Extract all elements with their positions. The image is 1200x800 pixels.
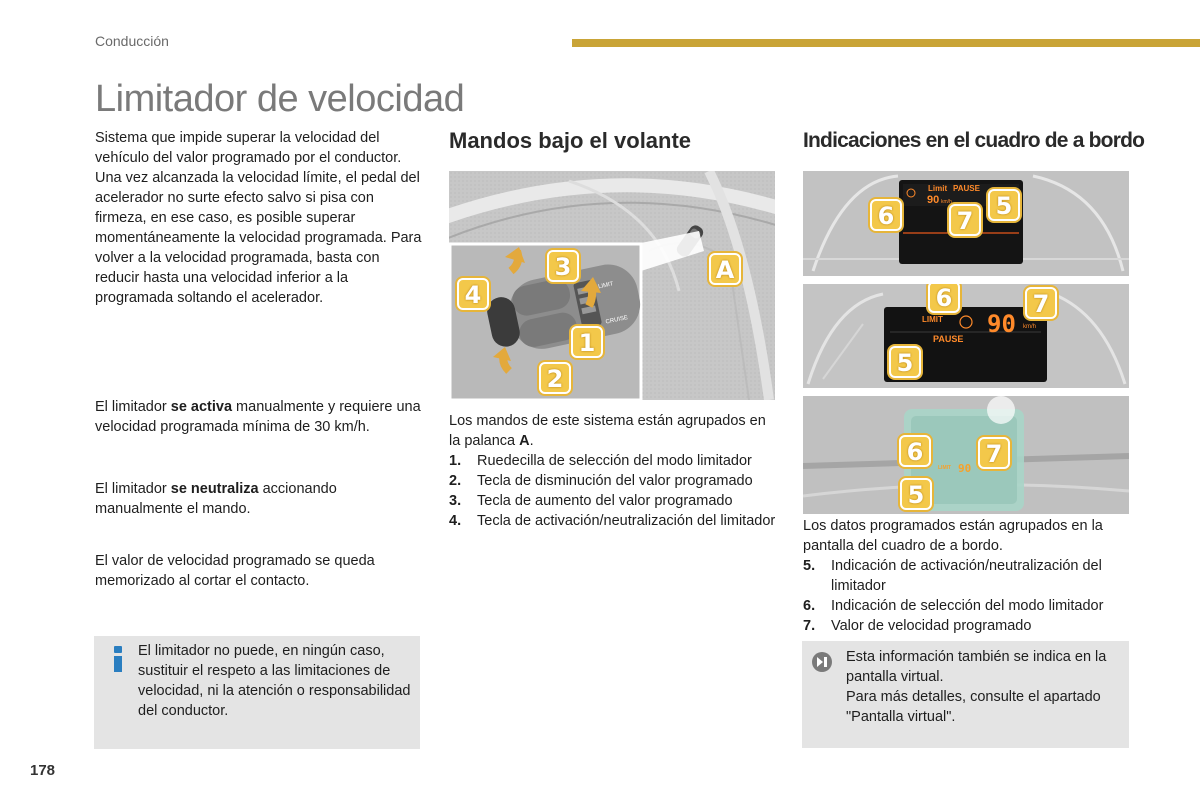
list-item-num: 5. xyxy=(803,558,816,574)
list-item: 3. Tecla de aumento del valor programado xyxy=(449,491,779,511)
badge-6: 6 xyxy=(899,435,931,467)
list-item: 4. Tecla de activación/neutralización del… xyxy=(449,511,779,531)
list-item-text: Tecla de activación/neutralización del l… xyxy=(477,513,776,529)
badge-1: 1 xyxy=(571,326,603,358)
display2-pause: PAUSE xyxy=(933,334,963,344)
display3-limit: LIMIT xyxy=(938,465,951,471)
badge-6: 6 xyxy=(870,199,902,231)
header-gold-bar xyxy=(572,39,1200,47)
badge-2: 2 xyxy=(539,362,571,394)
display3-speed: 90 xyxy=(958,462,971,475)
badge-7: 7 xyxy=(978,437,1010,469)
display2-limit: LIMIT xyxy=(922,315,943,324)
neutralize-text-post: accionando manualmente el mando. xyxy=(95,481,337,517)
list-item-text: Indicación de activación/neutralización … xyxy=(831,558,1102,594)
badge-a: A xyxy=(709,253,741,285)
page-number: 178 xyxy=(30,762,56,779)
speedometer-icon xyxy=(959,315,973,329)
list-item-num: 6. xyxy=(803,598,816,614)
list-item: 7. Valor de velocidad programado xyxy=(803,616,1133,636)
dashboard-display-2: LIMIT PAUSE 90 km/h 6 7 5 xyxy=(803,284,1129,388)
controls-caption-pre: Los mandos de este sistema están agrupad… xyxy=(449,413,766,449)
activation-paragraph: El limitador se activa manualmente y req… xyxy=(95,397,425,437)
dashboard-list: 5. Indicación de activación/neutralizació… xyxy=(803,556,1133,636)
badge-5: 5 xyxy=(889,346,921,378)
display1-pause: PAUSE xyxy=(953,184,981,193)
activation-text-post: manualmente y requiere una velocidad pro… xyxy=(95,399,421,435)
lever-cruise-text: CRUISE xyxy=(605,315,628,326)
neutralize-text-bold: se neutraliza xyxy=(170,481,259,497)
controls-heading: Mandos bajo el volante xyxy=(449,128,692,153)
list-item-num: 2. xyxy=(449,473,462,489)
page-title: Limitador de velocidad xyxy=(95,78,465,120)
controls-list: 1. Ruedecilla de selección del modo limit… xyxy=(449,451,779,531)
activation-text-pre: El limitador xyxy=(95,399,171,415)
display2-speed: 90 xyxy=(987,310,1016,338)
dashboard-display-3: LIMIT 90 6 7 5 xyxy=(803,396,1129,514)
list-item-text: Valor de velocidad programado xyxy=(831,618,1032,634)
list-item-text: Indicación de selección del modo limitad… xyxy=(831,598,1104,614)
info-box-text: El limitador no puede, en ningún caso, s… xyxy=(138,643,411,719)
badge-5: 5 xyxy=(988,189,1020,221)
skip-forward-icon xyxy=(812,652,832,672)
list-item-num: 1. xyxy=(449,453,462,469)
neutralize-text-pre: El limitador xyxy=(95,481,171,497)
display1-unit: km/h xyxy=(941,199,952,205)
badge-5: 5 xyxy=(900,478,932,510)
controls-caption-bold: A xyxy=(519,433,530,449)
dashboard-heading: Indicaciones en el cuadro de a bordo xyxy=(803,129,1145,152)
list-item-num: 4. xyxy=(449,513,462,529)
neutralize-paragraph: El limitador se neutraliza accionando ma… xyxy=(95,479,425,519)
list-item-text: Ruedecilla de selección del modo limitad… xyxy=(477,453,752,469)
display1-speed: 90 xyxy=(927,194,939,206)
memory-paragraph: El valor de velocidad programado se qued… xyxy=(95,553,375,589)
dashboard-caption: Los datos programados están agrupados en… xyxy=(803,518,1103,554)
virtual-display-note: Esta información también se indica en la… xyxy=(802,641,1129,748)
virtual-display-note-line1: Esta información también se indica en la… xyxy=(846,649,1107,685)
badge-7: 7 xyxy=(1025,287,1057,319)
list-item: 5. Indicación de activación/neutralizació… xyxy=(803,556,1133,596)
list-item-num: 7. xyxy=(803,618,816,634)
list-item-text: Tecla de disminución del valor programad… xyxy=(477,473,753,489)
info-icon xyxy=(111,646,125,672)
display2-unit: km/h xyxy=(1023,324,1036,330)
virtual-display-note-line2: Para más detalles, consulte el apartado … xyxy=(846,689,1101,725)
controls-caption-post: . xyxy=(529,433,534,449)
list-item-text: Tecla de aumento del valor programado xyxy=(477,493,733,509)
lever-limit-text: LIMIT xyxy=(598,281,615,290)
section-label: Conducción xyxy=(95,33,169,49)
steering-controls-illustration: LIMIT CRUISE A 3 4 1 2 xyxy=(449,171,775,400)
badge-7: 7 xyxy=(949,204,981,236)
list-item: 1. Ruedecilla de selección del modo limit… xyxy=(449,451,779,471)
badge-6: 6 xyxy=(928,284,960,313)
badge-3: 3 xyxy=(547,250,579,282)
speedometer-icon xyxy=(906,188,916,198)
controls-caption: Los mandos de este sistema están agrupad… xyxy=(449,411,779,451)
dashboard-display-1: Limit PAUSE 90 km/h 6 7 5 xyxy=(803,171,1129,276)
activation-text-bold: se activa xyxy=(170,399,233,415)
list-item: 2. Tecla de disminución del valor program… xyxy=(449,471,779,491)
display1-limit: Limit xyxy=(928,184,947,193)
badge-4: 4 xyxy=(457,278,489,310)
intro-paragraph: Sistema que impide superar la velocidad … xyxy=(95,130,422,306)
list-item-num: 3. xyxy=(449,493,462,509)
list-item: 6. Indicación de selección del modo limit… xyxy=(803,596,1133,616)
info-box: El limitador no puede, en ningún caso, s… xyxy=(94,636,420,749)
